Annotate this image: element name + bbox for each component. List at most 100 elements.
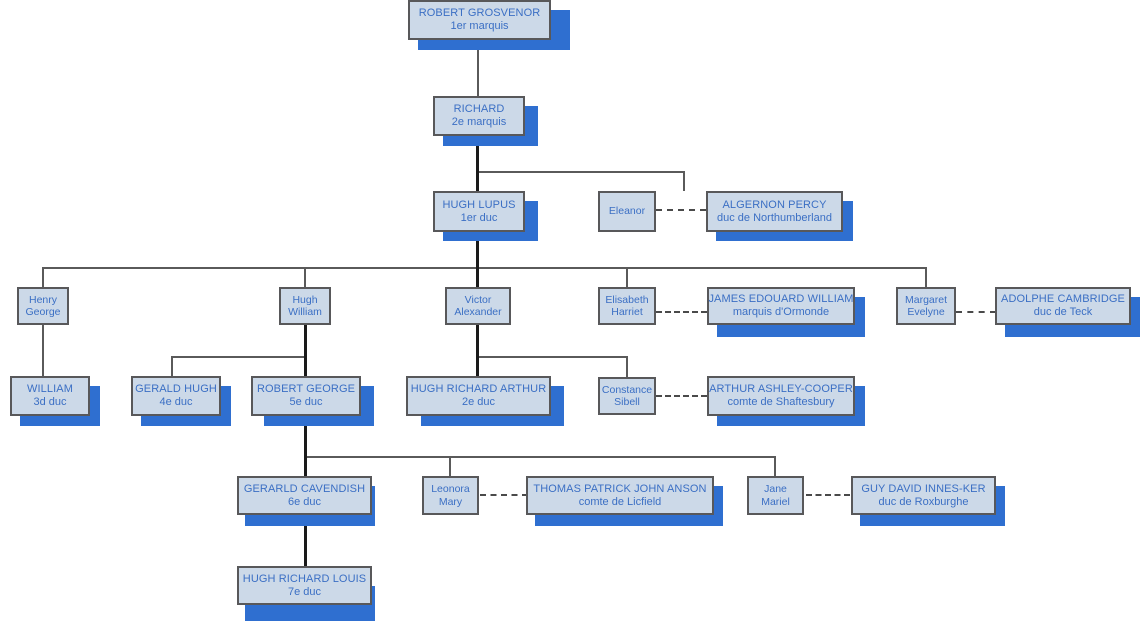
marriage-eleanor-algernon xyxy=(656,209,706,211)
node-hugh-richard-arthur[interactable]: HUGH RICHARD ARTHUR 2e duc xyxy=(406,376,551,416)
node-line2: 6e duc xyxy=(287,495,322,508)
node-thomas-patrick-john-anson[interactable]: THOMAS PATRICK JOHN ANSON comte de Licfi… xyxy=(526,476,714,515)
marriage-margaret-adolphe xyxy=(956,311,996,313)
node-victor-alexander[interactable]: Victor Alexander xyxy=(445,287,511,325)
node-line2: Mary xyxy=(438,495,463,508)
connector-robert-to-richard xyxy=(477,40,479,96)
node-richard[interactable]: RICHARD 2e marquis xyxy=(433,96,525,136)
node-line1: Hugh xyxy=(292,293,318,306)
node-hugh-william[interactable]: Hugh William xyxy=(279,287,331,325)
node-line1: Henry xyxy=(28,293,57,306)
node-line2: 2e marquis xyxy=(451,116,507,128)
node-line1: Elisabeth xyxy=(605,293,649,306)
node-william[interactable]: WILLIAM 3d duc xyxy=(10,376,90,416)
node-line2: George xyxy=(25,306,61,318)
node-line2: duc de Teck xyxy=(1033,306,1093,318)
connector-bus-to-henry-george xyxy=(42,267,44,288)
node-line1: Eleanor xyxy=(608,205,646,218)
node-eleanor[interactable]: Eleanor xyxy=(598,191,656,232)
node-line2: duc de Northumberland xyxy=(717,211,832,224)
bus-hugh-william-children xyxy=(172,356,306,358)
node-arthur-ashley-cooper[interactable]: ARTHUR ASHLEY-COOPER comte de Shaftesbur… xyxy=(707,376,855,416)
connector-bus-to-eleanor xyxy=(683,171,685,191)
connector-bus-to-jane-mariel xyxy=(774,456,776,477)
node-line1: ROBERT GEORGE xyxy=(256,383,356,396)
node-line2: 5e duc xyxy=(289,396,323,408)
node-line2: 1er marquis xyxy=(450,20,509,32)
node-line2: Alexander xyxy=(454,306,502,318)
connector-hugh-william-down xyxy=(304,325,307,358)
connector-victor-alexander-down xyxy=(476,325,479,358)
node-adolphe-cambridge[interactable]: ADOLPHE CAMBRIDGE duc de Teck xyxy=(995,287,1131,325)
connector-bus-to-robert-george xyxy=(304,356,307,377)
marriage-constance-arthur xyxy=(656,395,707,397)
node-leonora-mary[interactable]: Leonora Mary xyxy=(422,476,479,515)
node-line2: 7e duc xyxy=(287,585,322,598)
node-line2: 2e duc xyxy=(461,396,496,408)
node-line1: Victor xyxy=(464,293,492,306)
node-line2: comte de Shaftesbury xyxy=(727,396,835,408)
node-robert-george[interactable]: ROBERT GEORGE 5e duc xyxy=(251,376,361,416)
bus-victor-alexander-children xyxy=(477,356,628,358)
node-line2: duc de Roxburghe xyxy=(878,495,969,508)
connector-bus-to-hugh-richard-arthur xyxy=(476,356,479,377)
connector-bus-to-victor-alexander xyxy=(476,267,479,288)
node-algernon-percy[interactable]: ALGERNON PERCY duc de Northumberland xyxy=(706,191,843,232)
node-margaret-evelyne[interactable]: Margaret Evelyne xyxy=(896,287,956,325)
node-line2: 4e duc xyxy=(159,396,193,408)
connector-bus-to-hugh-lupus xyxy=(476,171,479,191)
node-line2: Mariel xyxy=(761,495,790,508)
connector-richard-down xyxy=(476,136,479,172)
marriage-elisabeth-james xyxy=(656,311,707,313)
node-line2: 3d duc xyxy=(33,396,67,408)
bus-richard-children xyxy=(477,171,685,173)
connector-bus-to-leonora-mary xyxy=(449,456,451,477)
node-henry-george[interactable]: Henry George xyxy=(17,287,69,325)
connector-hugh-lupus-down xyxy=(476,232,479,269)
connector-bus-to-hugh-william xyxy=(304,267,306,288)
connector-bus-to-elisabeth-harriet xyxy=(626,267,628,288)
node-guy-david-innes-ker[interactable]: GUY DAVID INNES-KER duc de Roxburghe xyxy=(851,476,996,515)
marriage-leonora-thomas xyxy=(480,494,528,496)
node-line1: Leonora xyxy=(431,483,470,496)
node-line1: GERARLD CAVENDISH xyxy=(243,482,366,495)
node-line1: ARTHUR ASHLEY-COOPER xyxy=(709,383,853,396)
node-line2: Evelyne xyxy=(907,306,945,318)
node-line1: GERALD HUGH xyxy=(135,383,217,396)
node-james-edouard-william[interactable]: JAMES EDOUARD WILLIAM marquis d'Ormonde xyxy=(707,287,855,325)
node-line2: Harriet xyxy=(611,306,643,318)
connector-bus-to-gerald-hugh xyxy=(171,356,173,377)
node-line1: THOMAS PATRICK JOHN ANSON xyxy=(533,482,707,495)
node-line2: William xyxy=(288,306,322,318)
marriage-jane-guy xyxy=(806,494,850,496)
node-line1: RICHARD xyxy=(453,103,505,116)
node-line1: JAMES EDOUARD WILLIAM xyxy=(708,293,854,306)
connector-bus-to-margaret-evelyne xyxy=(925,267,927,288)
node-line1: HUGH RICHARD ARTHUR xyxy=(410,383,547,396)
node-elisabeth-harriet[interactable]: Elisabeth Harriet xyxy=(598,287,656,325)
node-line1: ADOLPHE CAMBRIDGE xyxy=(1001,293,1125,306)
node-gerarld-cavendish[interactable]: GERARLD CAVENDISH 6e duc xyxy=(237,476,372,515)
connector-bus-to-gerarld-cavendish xyxy=(304,456,307,477)
node-robert-grosvenor[interactable]: ROBERT GROSVENOR 1er marquis xyxy=(408,0,551,40)
node-line2: 1er duc xyxy=(460,211,498,224)
node-line1: ROBERT GROSVENOR xyxy=(418,7,541,20)
node-constance-sibell[interactable]: Constance Sibell xyxy=(598,377,656,415)
bus-robert-george-children xyxy=(305,456,776,458)
node-jane-mariel[interactable]: Jane Mariel xyxy=(747,476,804,515)
node-line1: Margaret xyxy=(904,293,947,306)
node-hugh-lupus[interactable]: HUGH LUPUS 1er duc xyxy=(433,191,525,232)
node-line1: HUGH LUPUS xyxy=(442,198,516,211)
connector-robert-george-down xyxy=(304,425,307,458)
bus-hugh-lupus-children xyxy=(43,267,927,269)
connector-gerarld-to-hugh-richard-louis xyxy=(304,514,307,566)
connector-henry-george-to-william xyxy=(42,325,44,377)
node-line1: WILLIAM xyxy=(27,383,73,396)
node-line1: GUY DAVID INNES-KER xyxy=(861,482,986,495)
node-line1: ALGERNON PERCY xyxy=(722,198,827,211)
node-line1: HUGH RICHARD LOUIS xyxy=(242,572,367,585)
node-line1: Constance xyxy=(601,383,653,396)
node-hugh-richard-louis[interactable]: HUGH RICHARD LOUIS 7e duc xyxy=(237,566,372,605)
node-gerald-hugh[interactable]: GERALD HUGH 4e duc xyxy=(131,376,221,416)
